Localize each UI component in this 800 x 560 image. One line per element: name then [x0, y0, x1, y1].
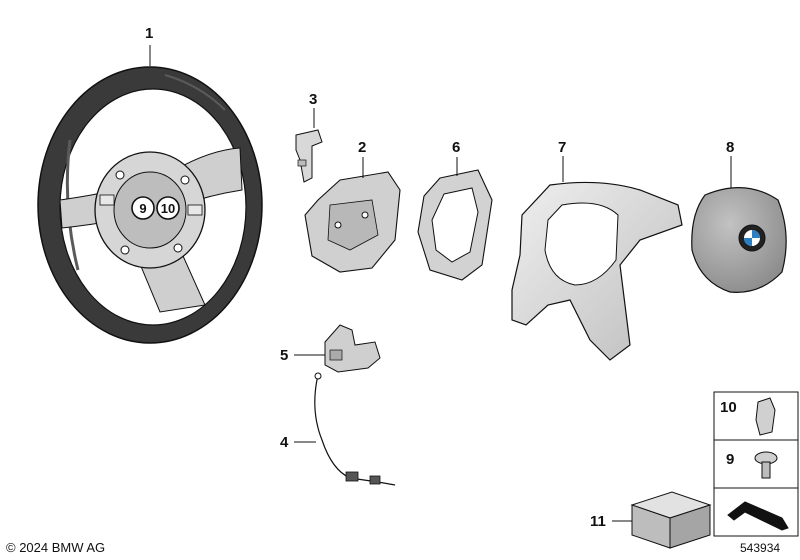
diagram-id: 543934: [740, 541, 781, 555]
ring-callout-9: 9: [131, 196, 155, 220]
switch-carrier-part-2-icon: [304, 171, 401, 273]
callout-5: 5: [280, 347, 288, 364]
bracket-part-3-icon: [295, 129, 323, 183]
callout-4: 4: [280, 434, 289, 451]
callout-8: 8: [726, 139, 734, 156]
callout-10: 10: [720, 399, 737, 416]
callout-11: 11: [590, 513, 606, 530]
bmw-logo-icon: [738, 224, 766, 252]
wiring-bracket-part-5-icon: [324, 324, 381, 373]
callout-1: 1: [145, 25, 153, 42]
frame-part-6-icon: [417, 169, 493, 281]
trim-cover-part-7-icon: [511, 181, 683, 361]
callout-2: 2: [358, 139, 366, 156]
clip-part-10-icon: [755, 397, 776, 436]
callout-7: 7: [558, 139, 566, 156]
screw-part-9-icon: [754, 451, 778, 479]
box-part-11-icon: [630, 491, 712, 549]
callout-9: 9: [726, 451, 734, 468]
ring-callout-9-label: 9: [139, 201, 146, 216]
copyright-text: © 2024 BMW AG: [6, 540, 106, 555]
ring-callout-10-label: 10: [161, 201, 175, 216]
wedge-icon: [727, 501, 789, 531]
callout-3: 3: [309, 91, 317, 108]
cable-part-4-icon: [314, 372, 396, 486]
callout-6: 6: [452, 139, 460, 156]
ring-callout-10: 10: [156, 196, 180, 220]
